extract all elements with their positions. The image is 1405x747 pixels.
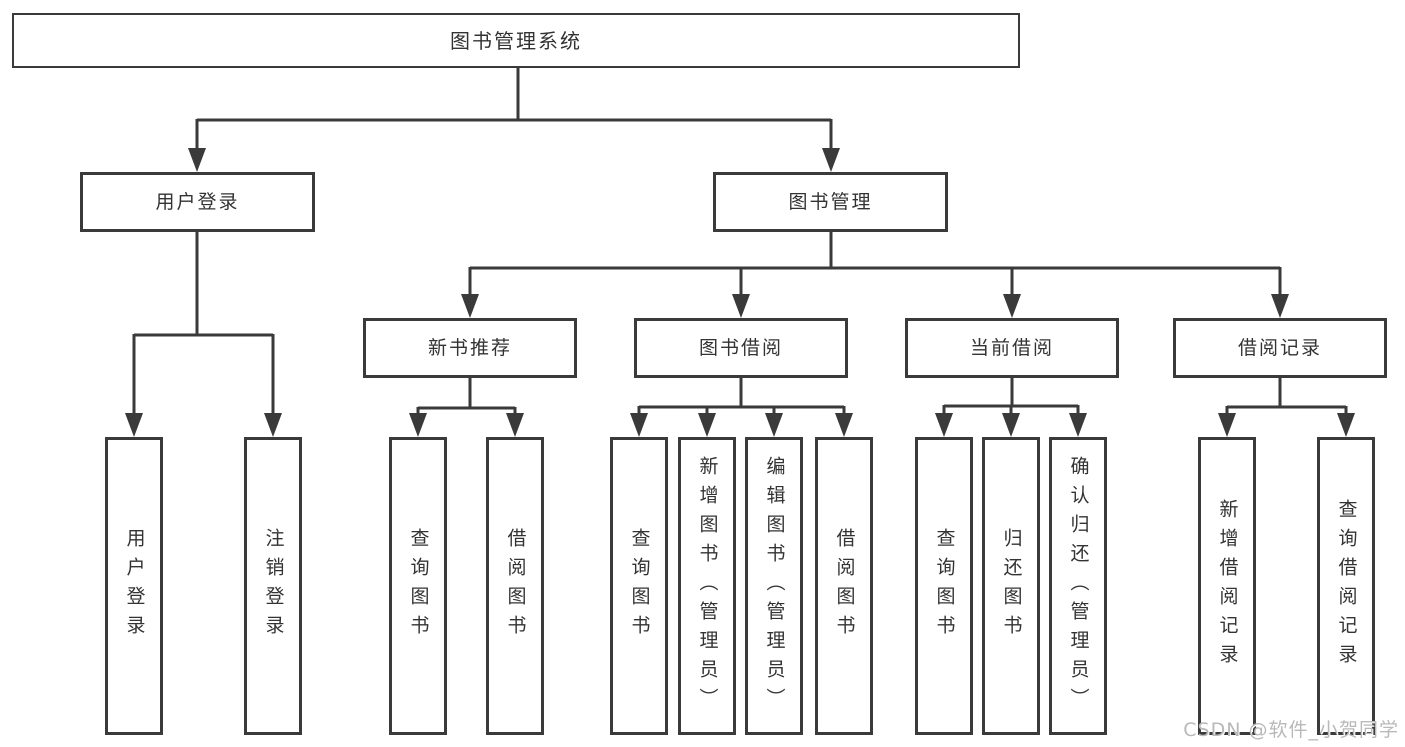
leaf-records-add-record: 新增借阅记录 xyxy=(1198,437,1256,735)
node-label: 借阅图书 xyxy=(504,528,527,644)
node-borrow-records: 借阅记录 xyxy=(1173,318,1387,378)
leaf-borrow-query-book: 查询图书 xyxy=(610,437,668,735)
leaf-borrow-add-book-admin: 新增图书（管理员） xyxy=(678,437,736,735)
node-label: 确认归还（管理员） xyxy=(1067,455,1090,717)
node-label: 图书管理 xyxy=(788,190,873,213)
leaf-borrow-edit-book-admin: 编辑图书（管理员） xyxy=(745,437,803,735)
leaf-current-query-book: 查询图书 xyxy=(915,437,973,735)
node-label: 图书管理系统 xyxy=(450,28,582,53)
leaf-current-return-book: 归还图书 xyxy=(982,437,1040,735)
node-book-management: 图书管理 xyxy=(713,172,948,232)
node-label: 查询图书 xyxy=(407,528,430,644)
leaf-records-query-record: 查询借阅记录 xyxy=(1317,437,1375,735)
node-label: 新增图书（管理员） xyxy=(696,455,719,717)
node-label: 编辑图书（管理员） xyxy=(763,455,786,717)
node-label: 用户登录 xyxy=(123,528,146,644)
node-label: 借阅记录 xyxy=(1237,336,1322,359)
node-label: 注销登录 xyxy=(262,528,285,644)
node-label: 查询图书 xyxy=(628,528,651,644)
node-user-login-group: 用户登录 xyxy=(80,172,315,232)
node-label: 查询图书 xyxy=(933,528,956,644)
node-label: 新增借阅记录 xyxy=(1216,499,1239,673)
leaf-recommend-query-book: 查询图书 xyxy=(389,437,447,735)
node-library-system-root: 图书管理系统 xyxy=(12,13,1020,68)
node-label: 新书推荐 xyxy=(427,336,512,359)
node-label: 图书借阅 xyxy=(698,336,783,359)
node-label: 借阅图书 xyxy=(833,528,856,644)
node-label: 归还图书 xyxy=(1000,528,1023,644)
node-label: 查询借阅记录 xyxy=(1335,499,1358,673)
leaf-logout: 注销登录 xyxy=(244,437,302,735)
node-label: 当前借阅 xyxy=(969,336,1054,359)
arrowheads xyxy=(125,148,1355,437)
leaf-recommend-borrow-book: 借阅图书 xyxy=(486,437,544,735)
node-book-borrow: 图书借阅 xyxy=(634,318,848,378)
node-current-borrow: 当前借阅 xyxy=(905,318,1119,378)
node-new-book-recommend: 新书推荐 xyxy=(363,318,577,378)
node-label: 用户登录 xyxy=(155,190,240,213)
leaf-user-login: 用户登录 xyxy=(105,437,163,735)
csdn-watermark: CSDN @软件_小贺同学 xyxy=(1183,719,1399,741)
leaf-borrow-borrow-book: 借阅图书 xyxy=(815,437,873,735)
leaf-current-confirm-return-admin: 确认归还（管理员） xyxy=(1049,437,1107,735)
